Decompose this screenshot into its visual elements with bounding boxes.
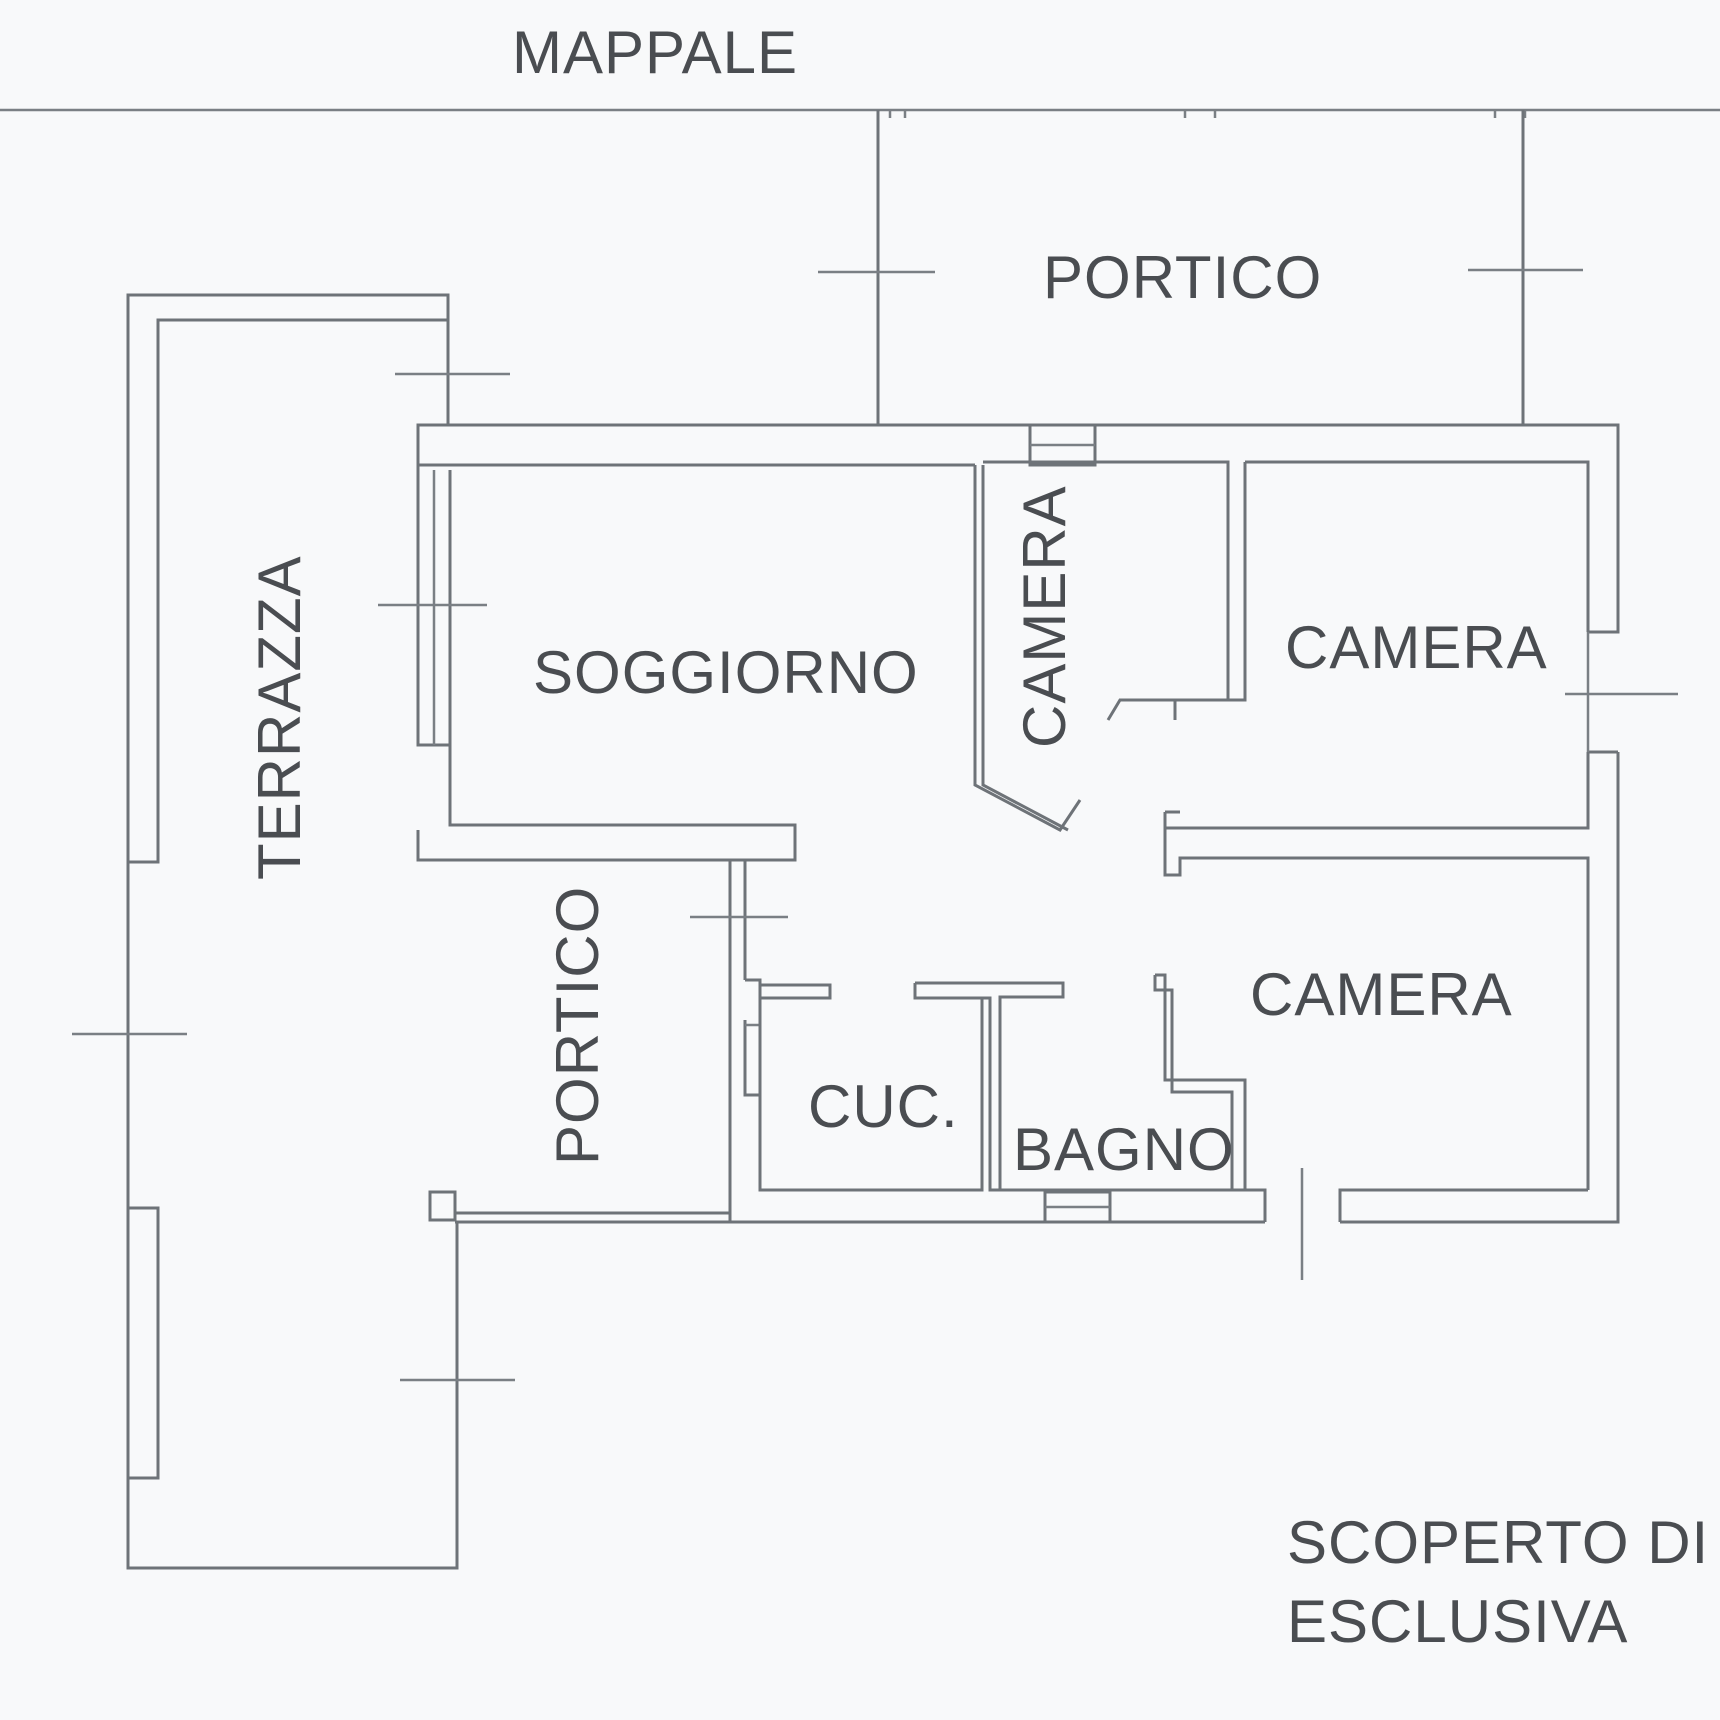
label-terrazza: TERRAZZA: [246, 555, 313, 880]
terrazza-outline: [72, 293, 515, 1570]
dwelling-walls: [378, 423, 1678, 1280]
label-mappale: MAPPALE: [512, 19, 798, 86]
label-scoperto-line1: SCOPERTO DI I: [1287, 1509, 1720, 1576]
label-cucina: CUC.: [808, 1073, 959, 1140]
label-scoperto-line2: ESCLUSIVA: [1287, 1588, 1628, 1655]
label-bagno: BAGNO: [1013, 1116, 1235, 1183]
label-soggiorno: SOGGIORNO: [533, 639, 919, 706]
label-camera-lower: CAMERA: [1250, 961, 1513, 1028]
label-portico-top: PORTICO: [1043, 244, 1322, 311]
label-camera-small: CAMERA: [1011, 485, 1078, 748]
label-portico-left: PORTICO: [544, 886, 611, 1165]
label-camera-right: CAMERA: [1285, 614, 1548, 681]
property-boundary: [0, 108, 1720, 118]
portico-top-outline: [818, 110, 1583, 425]
